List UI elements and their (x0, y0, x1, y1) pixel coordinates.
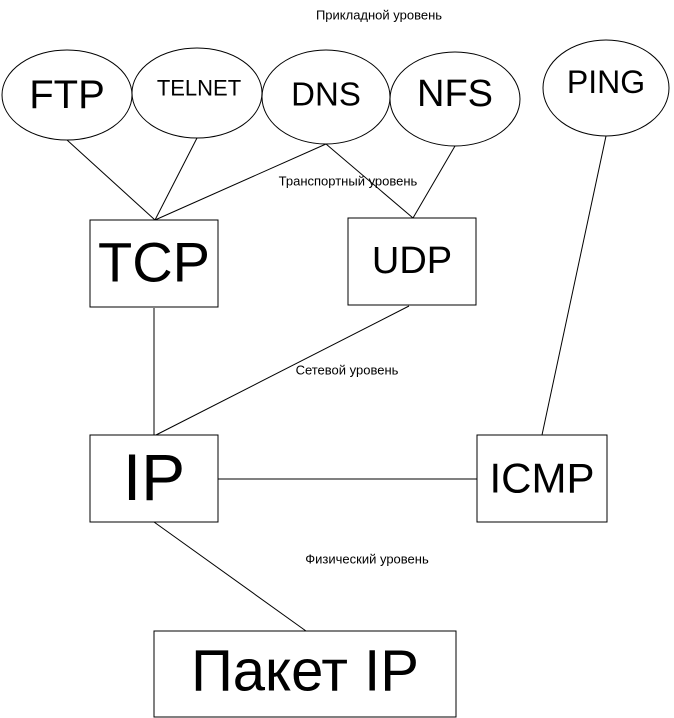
edge-telnet-tcp (154, 137, 198, 221)
node-udp: UDP (347, 217, 477, 306)
layer-label-network: Сетевой уровень (296, 363, 399, 378)
ping-ellipse (542, 39, 670, 137)
ping-label: PING (567, 64, 645, 100)
dns-label: DNS (291, 76, 361, 113)
nfs-ellipse (389, 51, 521, 147)
nfs-label: NFS (417, 73, 493, 115)
node-packet-ip: Пакет IP (153, 630, 457, 718)
udp-box (347, 217, 477, 306)
layer-label-transport: Транспортный уровень (279, 174, 418, 189)
node-ip: IP (89, 434, 219, 523)
packet-ip-box (153, 630, 457, 718)
edge-ip-packet (153, 521, 307, 632)
edge-ftp-tcp (66, 139, 156, 221)
layer-label-physical: Физический уровень (305, 552, 429, 567)
edge-dns-udp (325, 143, 414, 219)
ip-box (89, 434, 219, 523)
layer-label-application: Прикладной уровень (316, 8, 442, 23)
icmp-label: ICMP (490, 455, 595, 502)
ftp-label: FTP (29, 73, 105, 117)
node-telnet: TELNET (131, 47, 263, 139)
edge-dns-tcp (154, 143, 327, 221)
edge-nfs-udp (412, 145, 456, 219)
connections (66, 135, 607, 632)
tcp-label: TCP (98, 231, 210, 294)
ip-label: IP (123, 440, 185, 514)
icmp-box (476, 434, 608, 523)
node-nfs: NFS (389, 51, 521, 147)
node-tcp: TCP (89, 219, 219, 308)
packet-ip-label: Пакет IP (191, 639, 419, 704)
node-dns: DNS (261, 49, 391, 145)
edge-udp-ip (153, 305, 410, 437)
node-ping: PING (542, 39, 670, 137)
udp-label: UDP (372, 240, 452, 282)
node-icmp: ICMP (476, 434, 608, 523)
node-ftp: FTP (1, 49, 133, 141)
telnet-label: TELNET (157, 76, 241, 101)
edge-ping-icmp (541, 135, 607, 436)
tcp-box (89, 219, 219, 308)
